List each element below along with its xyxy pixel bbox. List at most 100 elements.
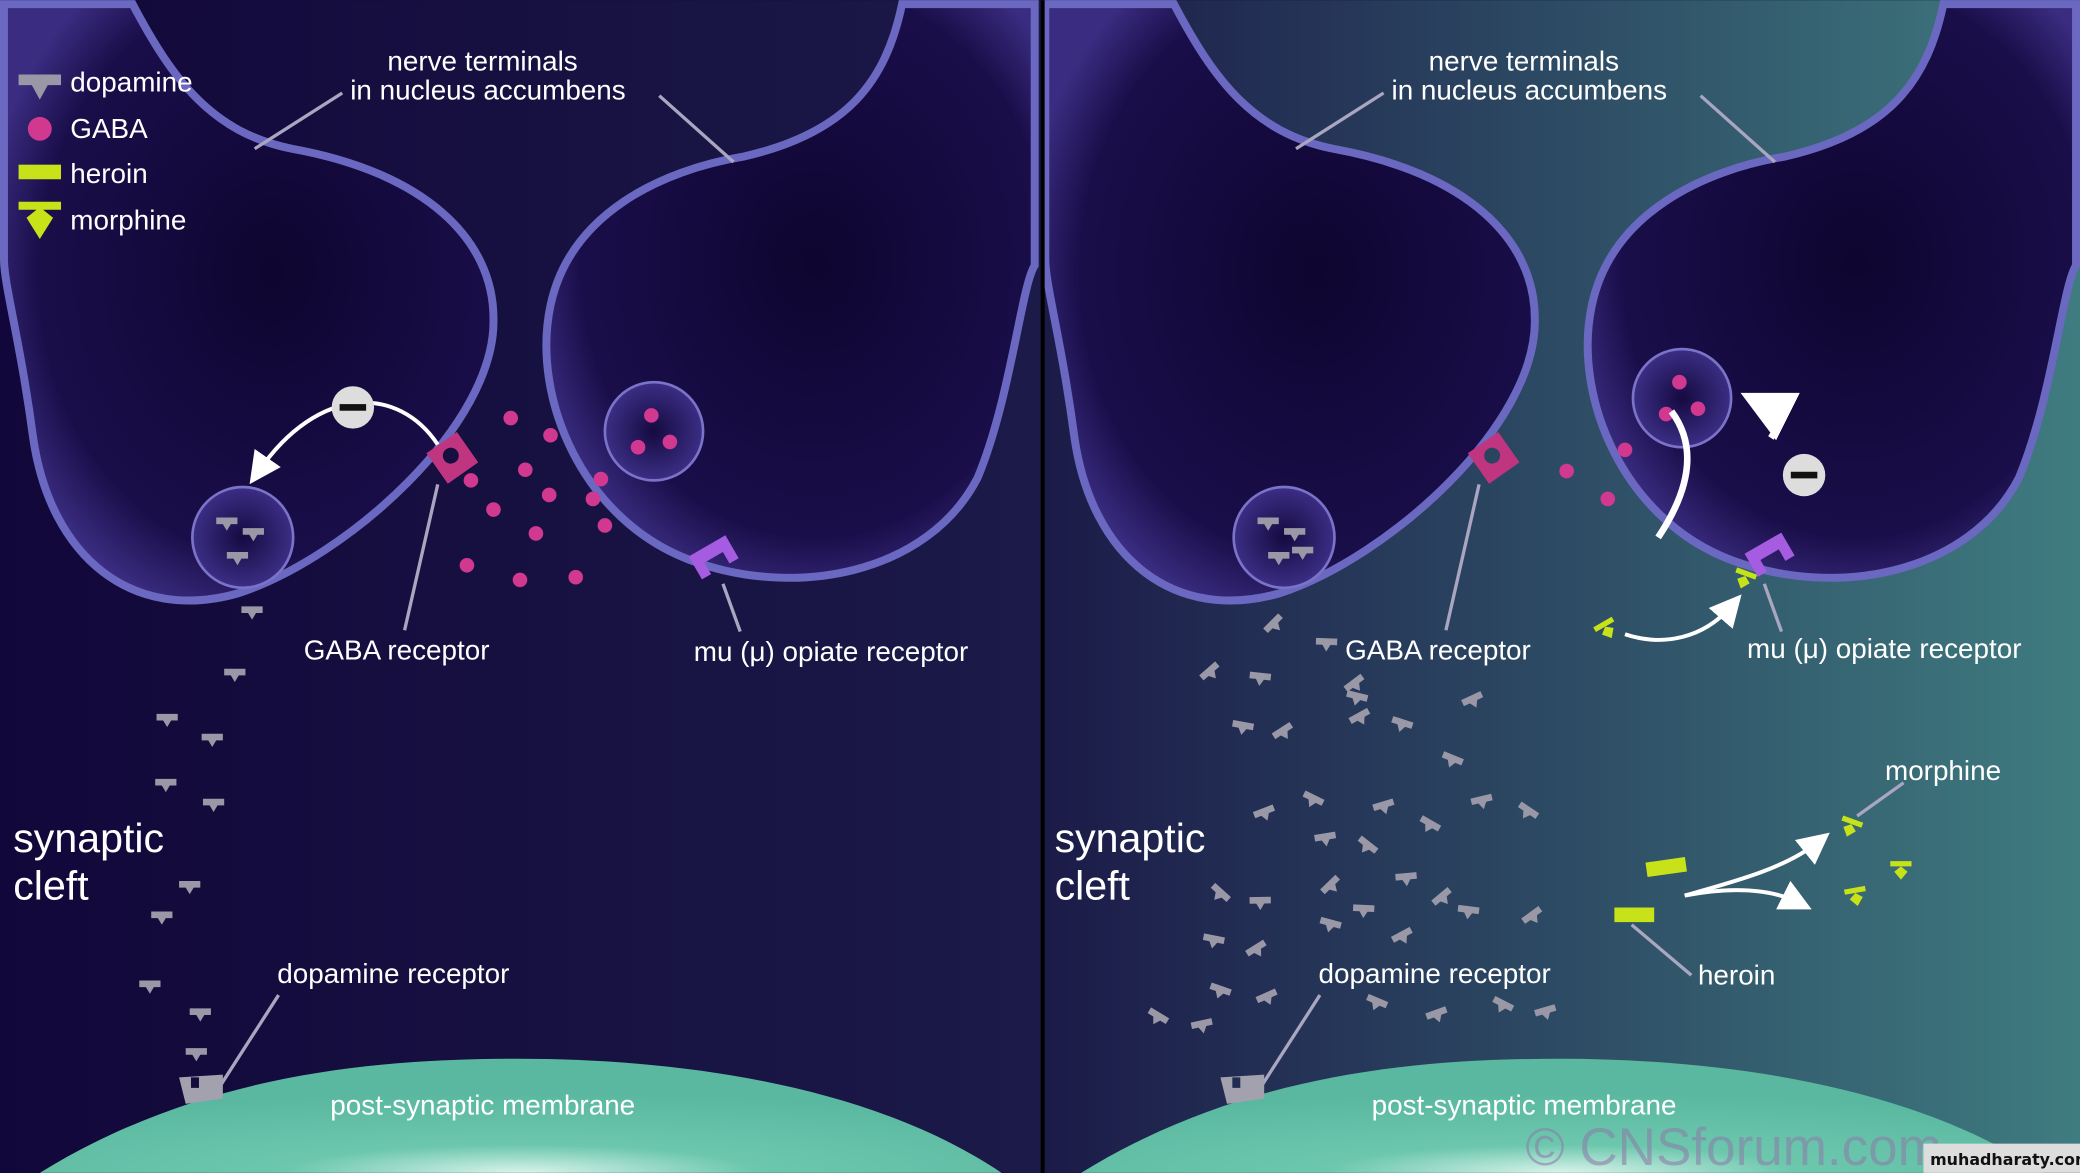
leader-line	[1444, 483, 1481, 631]
gaba-molecule	[593, 471, 609, 487]
left-nerve-terminal	[1041, 0, 1539, 605]
gaba-molecule	[503, 410, 519, 426]
dopamine-molecule	[1202, 933, 1225, 949]
dopamine-vesicle	[1232, 485, 1336, 590]
dopamine-molecule	[1346, 690, 1369, 706]
dopamine-molecule	[155, 778, 177, 793]
dopamine-molecule	[151, 911, 173, 925]
binding-arrow	[1624, 594, 1742, 642]
synaptic-cleft-label: cleft	[13, 863, 89, 909]
minus-icon	[1790, 471, 1818, 479]
dopamine-molecule	[1268, 552, 1290, 566]
heroin-legend-icon	[18, 164, 62, 180]
dopamine-molecule	[1209, 982, 1232, 999]
minus-icon	[339, 404, 367, 411]
conversion-arrow	[1684, 880, 1812, 910]
leader-line	[1762, 583, 1784, 633]
dopamine-molecule	[1352, 904, 1375, 919]
morphine-molecule	[1735, 567, 1758, 589]
dopamine-molecule	[1232, 720, 1255, 735]
morphine-molecule	[1593, 616, 1615, 639]
gaba-receptor	[426, 431, 479, 484]
morphine-molecule	[1890, 861, 1912, 880]
leader-line	[217, 994, 280, 1089]
gaba-molecule	[1658, 406, 1674, 422]
legend-dopamine: dopamine	[70, 67, 192, 98]
heroin-label: heroin	[1698, 959, 1775, 990]
post-synaptic-label: post-synaptic membrane	[330, 1089, 635, 1120]
post-synaptic-label: post-synaptic membrane	[1372, 1089, 1677, 1120]
dopamine-molecule	[1249, 896, 1271, 911]
legend-morphine: morphine	[70, 205, 186, 236]
dopamine-molecule	[1391, 716, 1414, 732]
dopamine-molecule	[1419, 815, 1442, 832]
dopamine-molecule	[1431, 887, 1452, 906]
dopamine-molecule	[1271, 721, 1294, 740]
gaba-molecule	[518, 462, 533, 478]
gaba-molecule	[1559, 463, 1574, 479]
site-credit: muhadharaty.com	[1930, 1150, 2080, 1169]
leader-line	[1856, 781, 1905, 818]
leader-line	[1258, 994, 1322, 1089]
dopamine-molecule	[1457, 904, 1480, 920]
dopamine-molecule	[226, 552, 249, 566]
dopamine-molecule	[1348, 707, 1371, 725]
dopamine-molecule	[1534, 1004, 1557, 1020]
dopamine-molecule	[189, 1008, 211, 1022]
dopamine-molecule	[1470, 793, 1493, 810]
dopamine-molecule	[1249, 671, 1272, 686]
dopamine-molecule	[1315, 637, 1338, 652]
dopamine-molecule	[179, 880, 201, 895]
dopamine-molecule	[1255, 988, 1278, 1005]
dopamine-molecule	[1395, 872, 1417, 887]
dopamine-receptor-label: dopamine receptor	[1319, 958, 1551, 989]
leader-line	[253, 91, 344, 151]
dopamine-molecule	[216, 517, 238, 531]
gaba-molecule	[597, 518, 613, 533]
dopamine-molecule	[1284, 528, 1306, 542]
gaba-molecule	[662, 434, 678, 450]
dopamine-molecule	[1517, 801, 1540, 819]
morphine-legend-icon	[18, 201, 62, 239]
dopamine-molecule	[1302, 790, 1325, 808]
dopamine-molecule	[1257, 517, 1279, 531]
gaba-molecule	[541, 487, 557, 503]
leader-line	[1630, 923, 1693, 977]
dopamine-molecule	[1492, 995, 1515, 1013]
left-nerve-terminal	[0, 0, 498, 605]
dopamine-molecule	[1319, 916, 1342, 933]
dopamine-molecule	[1292, 546, 1314, 560]
mu-opiate-receptor	[1744, 532, 1795, 577]
dopamine-receptor	[179, 1074, 223, 1104]
gaba-molecule	[1690, 401, 1706, 417]
dopamine-molecule	[201, 733, 223, 748]
gaba-molecule	[463, 473, 479, 488]
heroin-molecule	[1645, 857, 1687, 878]
inhibition-arrow	[1655, 409, 1691, 540]
synaptic-cleft-label: synaptic	[13, 815, 164, 861]
morphine-label: morphine	[1885, 755, 2001, 786]
dopamine-molecule	[1461, 691, 1484, 708]
dopamine-vesicle	[191, 485, 295, 590]
dopamine-molecule	[1372, 798, 1395, 815]
post-synaptic-membrane	[39, 1058, 1002, 1173]
arrow-to-gaba-vesicle	[1740, 392, 1800, 441]
dopamine-molecule	[224, 668, 246, 683]
morphine-molecule	[1841, 815, 1864, 837]
nerve-terminals-label: in nucleus accumbens	[350, 75, 626, 106]
dopamine-molecule	[1521, 906, 1543, 924]
dopamine-molecule	[1190, 1018, 1213, 1034]
dopamine-molecule	[242, 528, 264, 542]
dopamine-molecule	[1320, 874, 1340, 895]
gaba-molecule	[528, 526, 544, 541]
dopamine-molecule	[1357, 835, 1379, 854]
legend: dopamine GABA heroin morphine	[18, 67, 193, 239]
gaba-molecule	[459, 557, 475, 573]
gaba-receptor-label: GABA receptor	[1345, 634, 1531, 665]
dopamine-molecule	[1147, 1007, 1170, 1025]
morphine-molecule	[1843, 885, 1866, 907]
legend-heroin: heroin	[70, 158, 147, 189]
gaba-molecule	[585, 491, 601, 507]
